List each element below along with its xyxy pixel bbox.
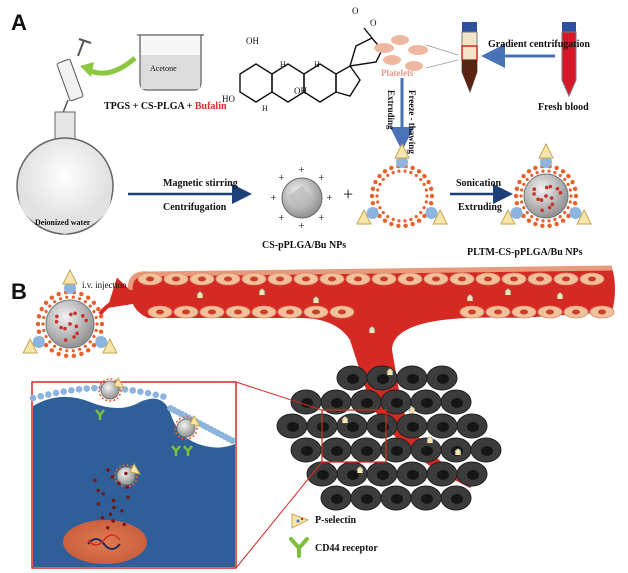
syringe-icon: [56, 38, 92, 129]
svg-text:+: +: [318, 213, 325, 222]
svg-text:+: +: [326, 193, 333, 202]
freeze-thawing-label: Freeze - thawing: [407, 90, 417, 154]
pltm-nanoparticle-a: [500, 142, 592, 228]
panel-b-label: B: [11, 279, 27, 304]
flask-label: Deionized water: [35, 218, 91, 227]
mol-h-2: H: [280, 60, 286, 69]
np-label: CS-pPLGA/Bu NPs: [262, 240, 347, 251]
platelet-cluster: [374, 35, 428, 71]
mol-h-3: H: [314, 60, 320, 69]
cd44-label: CD44 receptor: [315, 543, 378, 554]
acetone-label: Acetone: [150, 64, 177, 73]
extruding-label: Extruding: [458, 202, 502, 213]
reagent-label: TPGS + CS-PLGA + Bufalin: [104, 101, 227, 112]
cd44-receptor-icon: [289, 537, 309, 558]
centrifuged-tube: [461, 22, 478, 94]
step-magnetic-label: Magnetic stirring: [163, 178, 238, 189]
tumor-cell-inset: [29, 376, 237, 569]
svg-text:+: +: [270, 193, 277, 202]
round-bottom-flask: [16, 111, 114, 235]
reagent-drug: Bufalin: [194, 101, 227, 112]
svg-text:+: +: [278, 173, 285, 182]
pltm-nanoparticle-b: [22, 268, 118, 358]
svg-text:+: +: [318, 173, 325, 182]
mol-ho: HO: [222, 94, 235, 104]
reagent-prefix: TPGS + CS-PLGA +: [104, 101, 195, 112]
bufalin-structure: [239, 27, 383, 103]
circulating-nanoparticles: [196, 288, 564, 474]
tumor-mass: [276, 365, 502, 511]
svg-text:+: +: [278, 213, 285, 222]
extruding-vertical-label: Extruding: [386, 90, 396, 130]
step-centrifugation-label: Centrifugation: [163, 202, 227, 213]
injection-arrow: [98, 277, 143, 316]
p-selectin-label: P-selectin: [315, 515, 357, 526]
mol-h-1: H: [262, 104, 268, 113]
blood-tube: [561, 22, 577, 98]
platelet-membrane-vesicle: [356, 142, 448, 228]
svg-text:+: +: [298, 165, 305, 174]
zoom-connector: [235, 381, 323, 411]
platelets-label: Platelets: [381, 68, 414, 78]
cs-pplga-nanoparticle: [281, 177, 323, 219]
gradient-label: Gradient centrifugation: [488, 39, 590, 50]
svg-text:+: +: [298, 221, 305, 230]
surface-charges: + + + + + + + +: [270, 165, 333, 230]
endothelial-cells: [137, 272, 615, 319]
fresh-blood-label: Fresh blood: [538, 102, 589, 113]
mol-o-1: O: [352, 6, 359, 16]
sonication-label: Sonication: [456, 178, 502, 189]
green-arrow-icon: [86, 56, 137, 76]
zoom-connector: [235, 461, 323, 569]
injection-label: i.v. injection: [82, 280, 127, 290]
plus-sign: +: [343, 184, 354, 204]
zoom-region-box: [321, 409, 387, 463]
acetone-beaker: [137, 34, 204, 91]
panel-a-label: A: [11, 10, 27, 35]
green-arrowhead-icon: [80, 62, 94, 77]
mol-oh-1: OH: [246, 36, 259, 46]
mol-oh-2: OH: [294, 86, 307, 96]
mol-o-2: O: [370, 18, 377, 28]
p-selectin-icon: [291, 513, 310, 529]
final-np-label: PLTM-CS-pPLGA/Bu NPs: [467, 247, 583, 258]
